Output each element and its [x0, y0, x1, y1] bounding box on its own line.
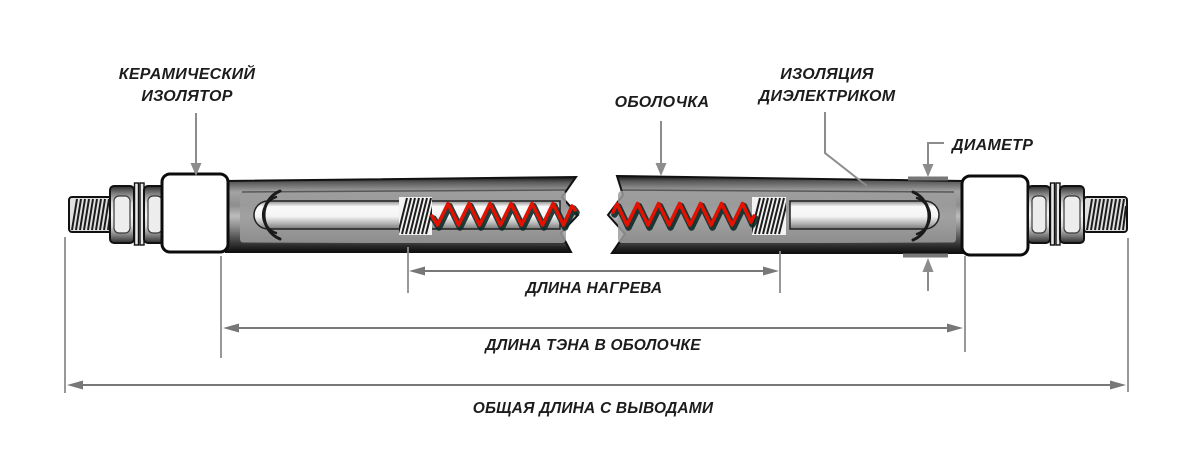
- diameter-arrowhead-up-icon: [922, 258, 934, 272]
- coil-right: [611, 201, 756, 227]
- dimension-total-length: ОБЩАЯ ДЛИНА С ВЫВОДАМИ: [64, 237, 1129, 417]
- dimension-sheath-length: ДЛИНА ТЭНА В ОБОЛОЧКЕ: [220, 256, 966, 358]
- right-ceramic-insulator: [960, 174, 1030, 257]
- right-terminal: [1027, 182, 1128, 246]
- tube-right-streak-bottom: [619, 242, 955, 246]
- sheath-length-arrowhead-left-icon: [223, 323, 239, 333]
- left-rod-end-arc-inner: [261, 195, 278, 235]
- diameter-arrowhead-down-icon: [922, 164, 934, 177]
- ceramic-insulator-label-line2: ИЗОЛЯТОР: [141, 88, 232, 105]
- tube-left-streak-top: [241, 189, 567, 193]
- diameter-label: ДИАМЕТР: [950, 137, 1033, 154]
- heating-length-arrowhead-right-icon: [763, 266, 779, 276]
- ceramic-insulator-label-line1: КЕРАМИЧЕСКИЙ: [119, 63, 256, 83]
- coil-left: [430, 201, 577, 227]
- left-ceramic-insulator: [160, 172, 230, 254]
- sheath-label: ОБОЛОЧКА: [615, 94, 710, 111]
- total-length-arrowhead-right-icon: [1110, 380, 1126, 390]
- right-washer-1: [1049, 182, 1056, 246]
- right-inner-rod: [789, 200, 940, 230]
- left-nut-outer-face: [113, 195, 131, 234]
- dielectric-label-line2: ДИЭЛЕКТРИКОМ: [757, 88, 896, 105]
- total-length-arrowhead-left-icon: [67, 380, 83, 390]
- heating-coil: [430, 201, 759, 231]
- sheath-arrowhead-icon: [655, 163, 667, 176]
- right-stud-threads: [1086, 198, 1127, 231]
- sheath-length-arrowhead-right-icon: [947, 323, 963, 333]
- left-crimp-joint: [399, 197, 432, 235]
- right-nut-outer-face: [1063, 195, 1081, 234]
- dimension-heating-length: ДЛИНА НАГРЕВА: [407, 247, 781, 297]
- sheath-length-label: ДЛИНА ТЭНА В ОБОЛОЧКЕ: [483, 337, 701, 354]
- right-rod-end-arc-inner: [915, 196, 932, 236]
- left-nut-inner-face: [147, 195, 163, 234]
- heating-length-arrowhead-left-icon: [409, 266, 425, 276]
- sheath-tube: [225, 174, 964, 258]
- heating-length-label: ДЛИНА НАГРЕВА: [524, 280, 663, 297]
- diameter-leader-top: [927, 142, 944, 166]
- left-terminal: [68, 182, 167, 246]
- ceramic-insulator-arrowhead-icon: [190, 163, 202, 176]
- dielectric-label-line1: ИЗОЛЯЦИЯ: [780, 66, 874, 83]
- left-washer-1: [133, 182, 140, 246]
- dielectric-leader-line: [824, 112, 868, 187]
- total-length-label: ОБЩАЯ ДЛИНА С ВЫВОДАМИ: [473, 400, 714, 417]
- tube-right-streak-top: [619, 189, 955, 193]
- tube-left-streak-bottom: [241, 242, 567, 246]
- right-crimp-joint: [752, 197, 786, 235]
- right-nut-inner-face: [1031, 195, 1047, 234]
- callouts: КЕРАМИЧЕСКИЙ ИЗОЛЯТОР ОБОЛОЧКА ИЗОЛЯЦИЯ …: [119, 63, 1033, 291]
